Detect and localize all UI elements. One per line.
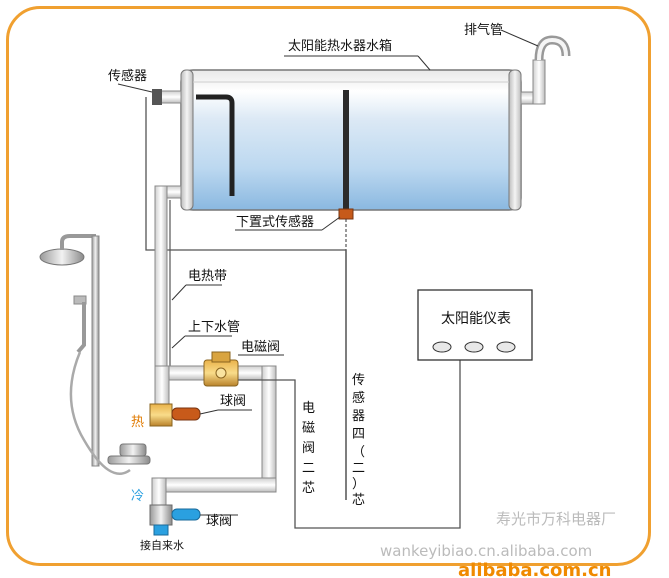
cold-ball-valve <box>149 504 201 536</box>
solenoid-wire-label: 电 磁 阀 二 芯 <box>302 401 315 496</box>
svg-text:传: 传 <box>352 373 365 388</box>
shower-fixture <box>39 234 151 475</box>
exhaust-pipe-label: 排气管 <box>464 22 503 38</box>
sensor-label: 传感器 <box>108 68 147 84</box>
solenoid-valve <box>203 351 239 387</box>
up-down-water-pipe <box>154 185 182 377</box>
svg-text:芯: 芯 <box>352 493 365 508</box>
solenoid-wire <box>238 355 461 529</box>
heating-tape-label: 电热带 <box>188 269 227 284</box>
site-watermark: wankeyibiao.cn.alibaba.com <box>380 542 592 560</box>
tank-label: 太阳能热水器水箱 <box>288 38 392 54</box>
internal-sensor-probe <box>196 94 235 196</box>
cold-label: 冷 <box>131 489 144 504</box>
svg-text:二: 二 <box>352 461 365 476</box>
exhaust-pipe <box>520 35 571 105</box>
hot-label: 热 <box>131 415 144 430</box>
hot-water-pipe <box>151 365 277 525</box>
tap-water-label: 接自来水 <box>140 539 184 552</box>
meter-label: 太阳能仪表 <box>441 311 511 327</box>
hot-ball-valve <box>149 403 201 427</box>
bottom-sensor-label: 下置式传感器 <box>236 214 314 230</box>
top-sensor-fitting <box>152 89 182 105</box>
solar-controller <box>417 289 533 361</box>
hot-ball-valve-label: 球阀 <box>220 394 246 409</box>
bottom-sensor-icon <box>338 208 354 220</box>
updown-pipe-label: 上下水管 <box>188 320 240 335</box>
svg-text:二: 二 <box>302 461 315 476</box>
cold-ball-valve-label: 球阀 <box>206 514 232 529</box>
diagram-frame <box>6 6 651 566</box>
svg-text:）: ） <box>352 477 365 492</box>
svg-text:感: 感 <box>352 390 365 406</box>
sensor-wire-label: 传 感 器 四 （ 二 ） 芯 <box>352 373 365 508</box>
water-tank <box>180 69 522 211</box>
svg-text:芯: 芯 <box>302 481 315 496</box>
solenoid-valve-label: 电磁阀 <box>241 340 280 355</box>
brand-watermark: alibaba.com.cn <box>458 560 612 578</box>
svg-text:器: 器 <box>352 409 365 424</box>
vendor-watermark: 寿光市万科电器厂 <box>496 510 616 528</box>
svg-text:阀: 阀 <box>302 441 315 456</box>
svg-text:电: 电 <box>302 401 315 416</box>
svg-text:（: （ <box>352 445 365 460</box>
center-sensor-rod <box>343 90 349 212</box>
svg-text:磁: 磁 <box>302 421 315 436</box>
svg-text:四: 四 <box>352 427 365 442</box>
